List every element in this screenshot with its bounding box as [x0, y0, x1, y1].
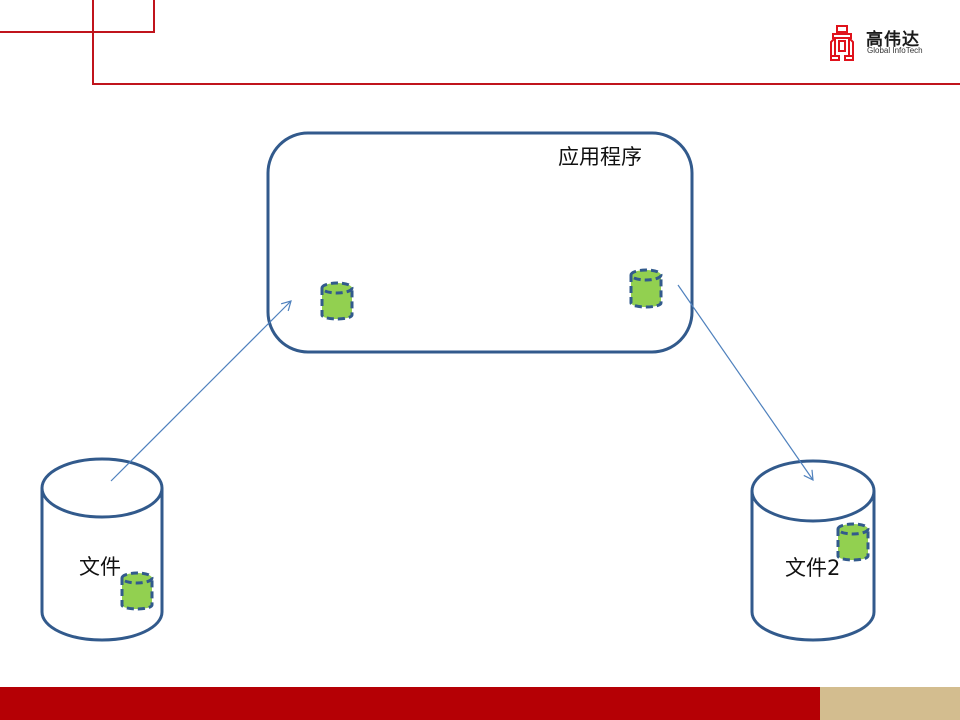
- application-label: 应用程序: [558, 145, 642, 169]
- source-file-store: [40, 457, 164, 642]
- arrow-app-to-file2: [677, 284, 814, 482]
- frame-line-top-left: [0, 31, 155, 33]
- footer-accent-bar: [820, 687, 960, 720]
- data-block-icon: [120, 571, 154, 611]
- application-box: [266, 131, 694, 354]
- source-file-label: 文件: [79, 555, 121, 579]
- data-block-icon: [629, 268, 663, 309]
- frame-line-vertical-main: [92, 0, 94, 85]
- logo-english-name: Global InfoTech: [867, 46, 923, 55]
- arrow-file-to-app: [110, 300, 292, 482]
- tower-gate-icon: [830, 25, 854, 61]
- data-block-icon: [836, 522, 870, 562]
- logo-chinese-name: 高伟达: [866, 30, 920, 50]
- target-file-label: 文件2: [785, 556, 841, 580]
- frame-line-vertical-small: [153, 0, 155, 33]
- frame-line-bottom: [92, 83, 960, 85]
- company-logo: 高伟达 Global InfoTech: [826, 24, 946, 64]
- data-block-icon: [320, 281, 354, 321]
- footer-bar: [0, 687, 820, 720]
